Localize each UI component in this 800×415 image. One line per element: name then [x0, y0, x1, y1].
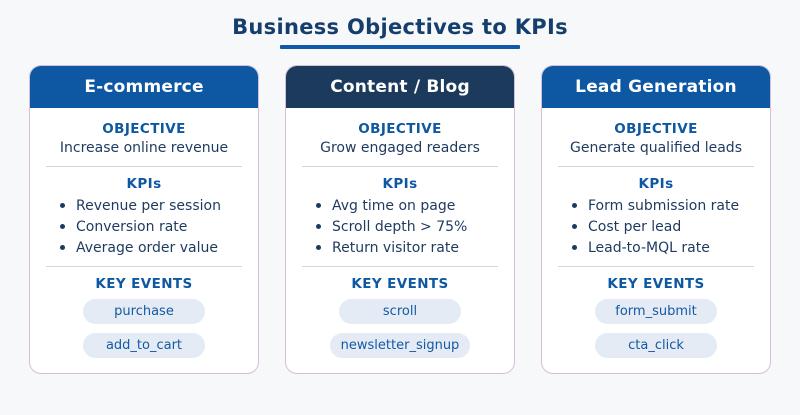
- kpi-text: Avg time on page: [332, 197, 456, 214]
- page-title: Business Objectives to KPIs: [232, 15, 568, 39]
- kpis-label: KPIs: [638, 176, 674, 192]
- card-title: Content / Blog: [330, 77, 470, 97]
- event-pill: purchase: [83, 299, 205, 324]
- cards-container: E-commerce OBJECTIVE Increase online rev…: [0, 65, 800, 374]
- card-lead-generation: Lead Generation OBJECTIVE Generate quali…: [541, 65, 771, 374]
- bullet-icon: [316, 245, 321, 250]
- event-pill: newsletter_signup: [330, 333, 470, 358]
- card-title: E-commerce: [84, 77, 204, 97]
- card-lead-generation-header: Lead Generation: [542, 66, 770, 108]
- objective-text: Increase online revenue: [59, 140, 229, 156]
- kpi-item: Lead-to-MQL rate: [542, 237, 770, 258]
- divider: [302, 166, 498, 167]
- kpi-item: Revenue per session: [30, 195, 258, 216]
- kpi-text: Lead-to-MQL rate: [588, 239, 710, 256]
- bullet-icon: [572, 245, 577, 250]
- kpi-text: Average order value: [76, 239, 218, 256]
- kpi-item: Avg time on page: [286, 195, 514, 216]
- divider: [302, 266, 498, 267]
- kpi-item: Conversion rate: [30, 216, 258, 237]
- objective-text: Grow engaged readers: [320, 140, 480, 156]
- divider: [558, 166, 754, 167]
- key-events-label: KEY EVENTS: [351, 276, 449, 292]
- objective-label: OBJECTIVE: [614, 121, 698, 137]
- bullet-icon: [60, 245, 65, 250]
- divider: [46, 266, 242, 267]
- key-events-label: KEY EVENTS: [95, 276, 193, 292]
- kpi-list: Avg time on page Scroll depth > 75% Retu…: [286, 195, 514, 258]
- kpi-item: Average order value: [30, 237, 258, 258]
- kpi-list: Revenue per session Conversion rate Aver…: [30, 195, 258, 258]
- kpi-text: Conversion rate: [76, 218, 188, 235]
- divider: [46, 166, 242, 167]
- key-events-label: KEY EVENTS: [607, 276, 705, 292]
- kpi-item: Scroll depth > 75%: [286, 216, 514, 237]
- kpi-item: Return visitor rate: [286, 237, 514, 258]
- bullet-icon: [60, 203, 65, 208]
- kpi-item: Cost per lead: [542, 216, 770, 237]
- objective-text: Generate qualified leads: [570, 140, 742, 156]
- bullet-icon: [60, 224, 65, 229]
- objective-label: OBJECTIVE: [102, 121, 186, 137]
- kpi-item: Form submission rate: [542, 195, 770, 216]
- kpi-text: Return visitor rate: [332, 239, 459, 256]
- bullet-icon: [572, 224, 577, 229]
- bullet-icon: [316, 203, 321, 208]
- event-pill: add_to_cart: [83, 333, 205, 358]
- event-pill: cta_click: [595, 333, 717, 358]
- card-ecommerce: E-commerce OBJECTIVE Increase online rev…: [29, 65, 259, 374]
- card-content-blog-header: Content / Blog: [286, 66, 514, 108]
- title-underline: [280, 45, 520, 49]
- kpis-label: KPIs: [126, 176, 162, 192]
- card-title: Lead Generation: [575, 77, 737, 97]
- objective-label: OBJECTIVE: [358, 121, 442, 137]
- card-content-blog: Content / Blog OBJECTIVE Grow engaged re…: [285, 65, 515, 374]
- kpi-text: Form submission rate: [588, 197, 740, 214]
- kpi-list: Form submission rate Cost per lead Lead-…: [542, 195, 770, 258]
- card-ecommerce-header: E-commerce: [30, 66, 258, 108]
- bullet-icon: [316, 224, 321, 229]
- kpi-text: Cost per lead: [588, 218, 682, 235]
- kpis-label: KPIs: [382, 176, 418, 192]
- kpi-text: Revenue per session: [76, 197, 221, 214]
- divider: [558, 266, 754, 267]
- kpi-text: Scroll depth > 75%: [332, 218, 468, 235]
- event-pill: scroll: [339, 299, 461, 324]
- event-pill: form_submit: [595, 299, 717, 324]
- bullet-icon: [572, 203, 577, 208]
